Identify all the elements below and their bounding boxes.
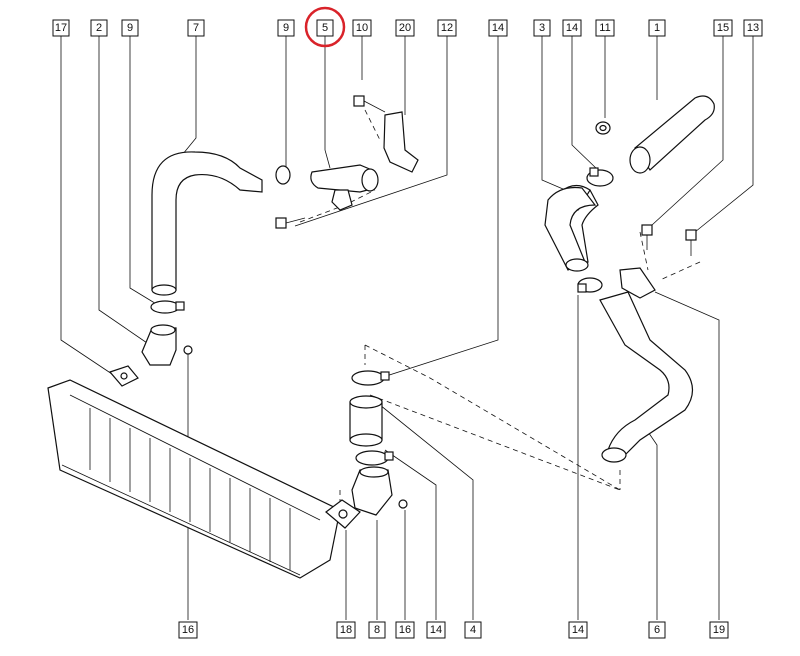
sleeve-4 — [349, 395, 383, 447]
callout-17: 17 — [52, 19, 70, 37]
hose-3 — [544, 184, 599, 272]
callout-14b: 14 — [562, 19, 582, 37]
hose-7 — [151, 151, 263, 296]
callout-label: 15 — [717, 22, 729, 34]
hose-6 — [599, 291, 694, 463]
callout-12: 12 — [437, 19, 457, 37]
callout-label: 6 — [654, 624, 660, 636]
callout-label: 2 — [96, 22, 102, 34]
clamp-14-right-lower — [577, 277, 603, 293]
callout-4: 4 — [464, 621, 482, 639]
callout-label: 8 — [374, 624, 380, 636]
callout-label: 16 — [182, 624, 194, 636]
callout-14a: 14 — [488, 19, 508, 37]
callout-1: 1 — [648, 19, 666, 37]
callout-3: 3 — [533, 19, 551, 37]
callout-label: 7 — [193, 22, 199, 34]
callout-label: 14 — [566, 22, 578, 34]
callout-label: 10 — [356, 22, 368, 34]
callout-label: 18 — [340, 624, 352, 636]
clamp-14-right-top — [586, 167, 614, 187]
callout-label: 9 — [127, 22, 133, 34]
pipe-5 — [310, 164, 379, 211]
bolt-10 — [353, 95, 386, 113]
clamp-9-top — [275, 165, 291, 185]
clamp-14-lower — [355, 450, 394, 466]
callout-label: 16 — [399, 624, 411, 636]
callout-9: 9 — [121, 19, 139, 37]
intercooler — [47, 379, 341, 579]
callout-label: 19 — [713, 624, 725, 636]
intercooler-fins — [89, 408, 291, 570]
clamp-14-center — [351, 370, 390, 386]
callout-label: 20 — [399, 22, 411, 34]
gasket-17 — [108, 365, 139, 387]
callout-label: 14 — [430, 624, 442, 636]
callout-7: 7 — [187, 19, 205, 37]
nut-16-center — [398, 499, 408, 509]
callout-label: 1 — [654, 22, 660, 34]
callout-label: 14 — [572, 624, 584, 636]
callout-2: 2 — [90, 19, 108, 37]
elbow-8 — [351, 466, 393, 516]
callout-16b: 16 — [395, 621, 415, 639]
highlight-circle — [304, 6, 346, 48]
callout-label: 17 — [55, 22, 67, 34]
callout-label: 11 — [599, 22, 610, 34]
nut-16-left — [183, 345, 193, 355]
callout-label: 14 — [492, 22, 504, 34]
callout-label: 9 — [283, 22, 289, 34]
callout-14c: 14 — [426, 621, 446, 639]
callout-13: 13 — [743, 19, 763, 37]
washer-11 — [595, 121, 611, 135]
callout-6: 6 — [648, 621, 666, 639]
callout-label: 12 — [441, 22, 453, 34]
callout-5: 5 — [316, 19, 334, 37]
callout-9b: 9 — [277, 19, 295, 37]
callout-10: 10 — [352, 19, 372, 37]
callout-label: 5 — [322, 22, 328, 34]
callout-15: 15 — [713, 19, 733, 37]
callout-18: 18 — [336, 621, 356, 639]
callout-14d: 14 — [568, 621, 588, 639]
callout-label: 4 — [470, 624, 476, 636]
callout-11: 11 — [595, 19, 615, 37]
gasket-18 — [325, 499, 361, 529]
elbow-2 — [141, 324, 177, 366]
bolt-12 — [275, 217, 306, 229]
pipe-1 — [629, 95, 715, 174]
callout-8: 8 — [368, 621, 386, 639]
callout-16a: 16 — [178, 621, 198, 639]
bracket-19 — [619, 267, 656, 299]
callout-19: 19 — [709, 621, 729, 639]
callout-label: 3 — [539, 22, 545, 34]
bolt-13 — [685, 229, 697, 256]
bolt-15 — [641, 224, 653, 250]
callout-label: 13 — [747, 22, 759, 34]
callout-20: 20 — [395, 19, 415, 37]
clamp-9-left — [150, 300, 185, 314]
bracket-20 — [383, 111, 419, 173]
